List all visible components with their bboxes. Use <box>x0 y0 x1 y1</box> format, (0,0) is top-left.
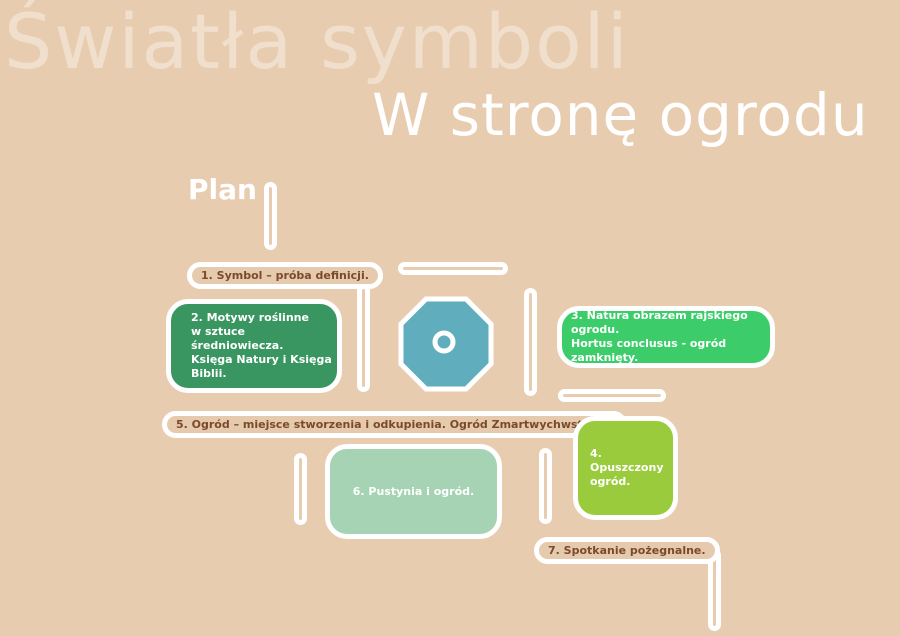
divider-bar <box>398 262 508 275</box>
plan-item-7-label: 7. Spotkanie pożegnalne. <box>548 544 706 557</box>
plan-item-7[interactable]: 7. Spotkanie pożegnalne. <box>534 537 720 564</box>
plan-item-6[interactable]: 6. Pustynia i ogród. <box>325 444 502 539</box>
background-title: Światła symboli <box>4 0 630 86</box>
divider-bar <box>558 389 666 402</box>
plan-item-1[interactable]: 1. Symbol – próba definicji. <box>187 262 383 289</box>
plan-item-3[interactable]: 3. Natura obrazem rajskiego ogrodu. Hort… <box>557 306 775 368</box>
page-title: W stronę ogrodu <box>372 81 869 149</box>
plan-heading: Plan <box>188 173 257 206</box>
divider-bar <box>294 453 307 525</box>
plan-item-3-label: 3. Natura obrazem rajskiego ogrodu. Hort… <box>571 309 748 364</box>
divider-bar <box>539 448 552 524</box>
octagon-ring-icon <box>398 296 494 392</box>
divider-bar <box>524 288 537 396</box>
plan-item-4[interactable]: 4. Opuszczony ogród. <box>573 416 678 520</box>
plan-item-6-label: 6. Pustynia i ogród. <box>352 484 475 498</box>
plan-item-1-label: 1. Symbol – próba definicji. <box>201 269 369 282</box>
divider-bar <box>264 182 277 250</box>
plan-item-5[interactable]: 5. Ogród – miejsce stworzenia i odkupien… <box>162 411 628 438</box>
divider-bar <box>357 284 370 392</box>
plan-item-2-label: 2. Motywy roślinne w sztuce średniowiecz… <box>191 311 332 380</box>
plan-item-2[interactable]: 2. Motywy roślinne w sztuce średniowiecz… <box>166 299 342 393</box>
plan-item-4-label: 4. Opuszczony ogród. <box>590 447 664 488</box>
plan-item-5-label: 5. Ogród – miejsce stworzenia i odkupien… <box>176 418 614 431</box>
